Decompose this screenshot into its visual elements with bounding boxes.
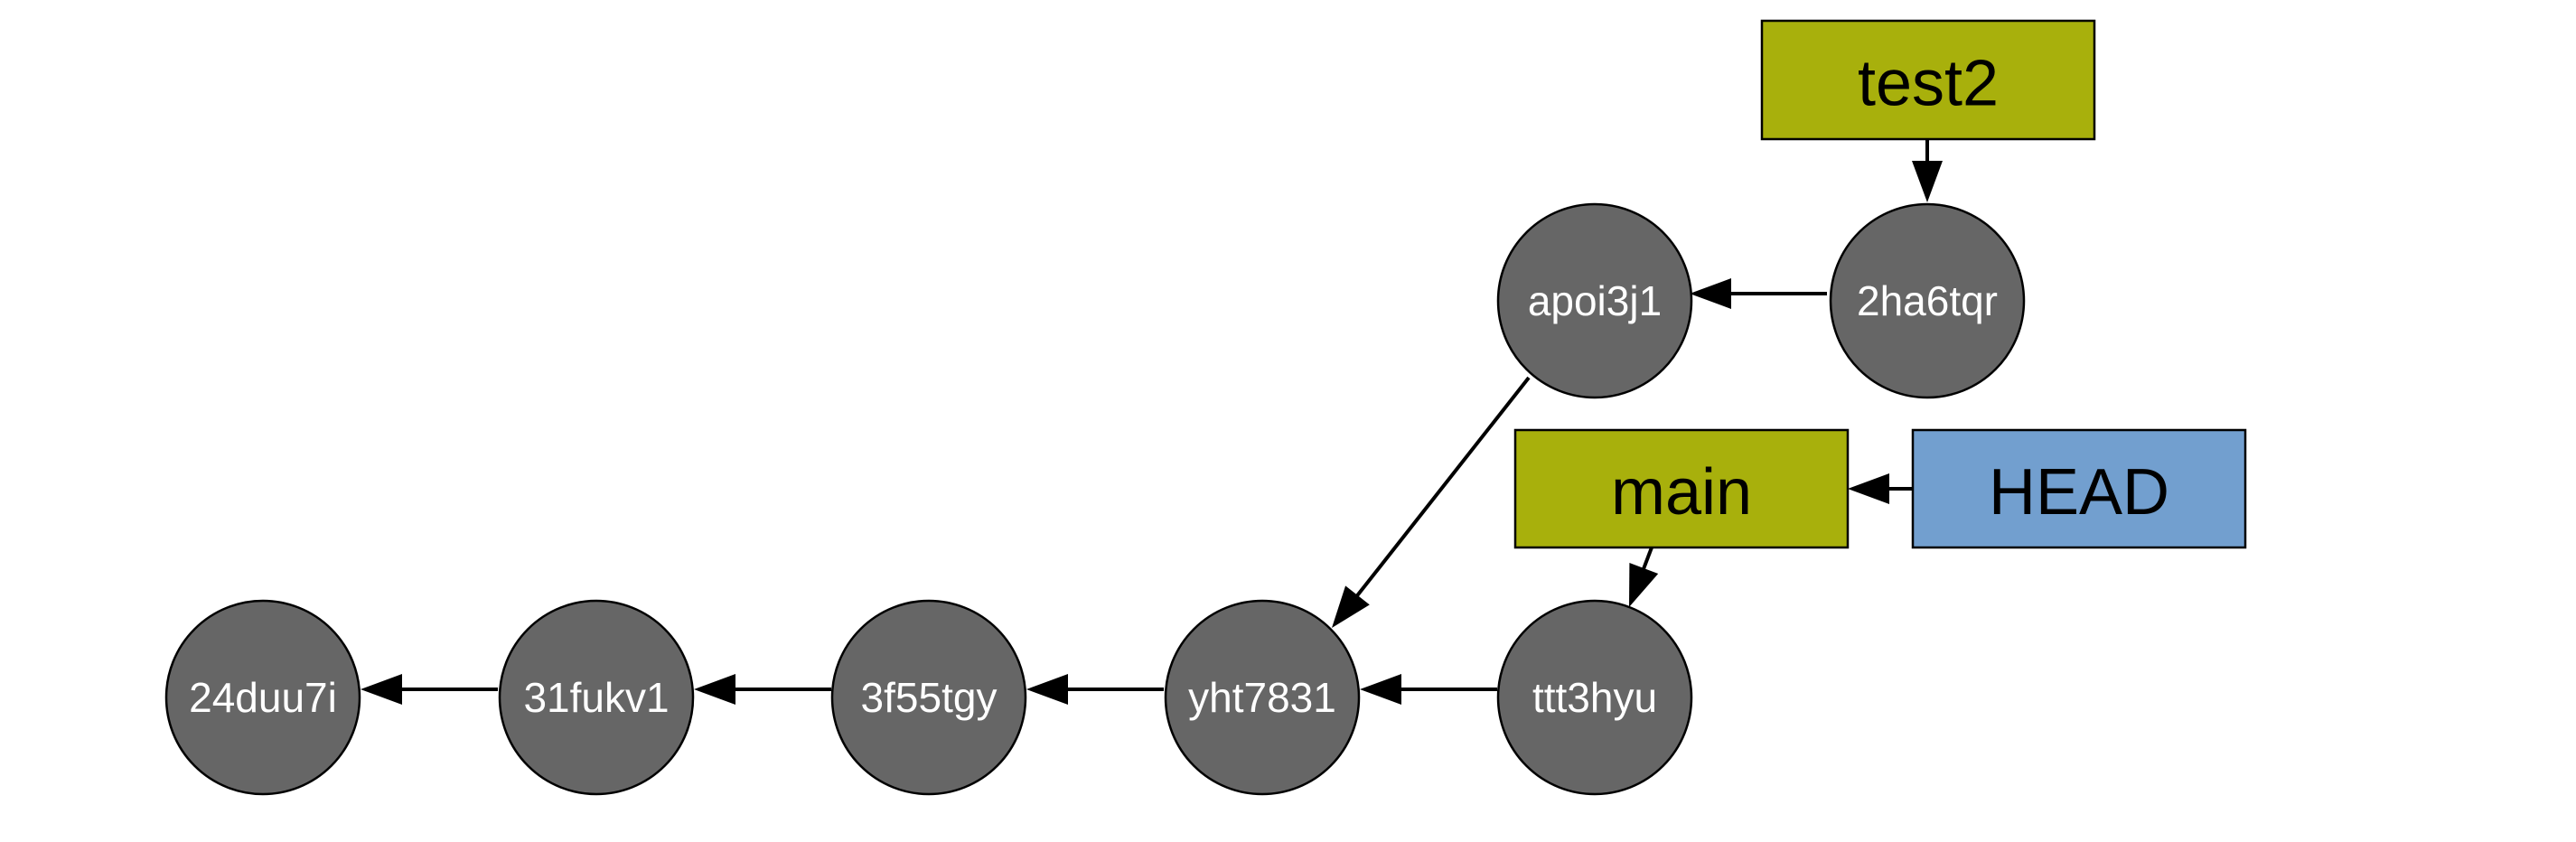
edge-arrow <box>694 674 831 705</box>
edge-arrow <box>361 674 498 705</box>
edge-arrow <box>1332 376 1531 628</box>
arrowhead-icon <box>1848 473 1889 504</box>
nodes-layer: 24duu7i 31fukv1 3f55tgy yht7831 ttt3hyu apoi3… <box>164 19 2247 796</box>
head-ref: HEAD <box>1911 428 2247 549</box>
arrowhead-icon <box>694 674 735 705</box>
edge-arrow <box>1912 139 1943 202</box>
edge-arrow <box>1629 547 1659 607</box>
ref-box <box>1513 428 1850 549</box>
commit-circle <box>1496 599 1693 796</box>
ref-box <box>1911 428 2247 549</box>
commit-node: 31fukv1 <box>498 599 695 796</box>
edge-arrow <box>1848 473 1913 504</box>
edge-line <box>1641 547 1653 571</box>
arrowhead-icon <box>1912 161 1943 202</box>
commit-node: apoi3j1 <box>1496 202 1693 399</box>
arrowhead-icon <box>1360 674 1401 705</box>
arrowhead-icon <box>1332 585 1370 628</box>
edge-arrow <box>1360 674 1497 705</box>
commit-hash-label: yht7831 <box>1188 674 1336 721</box>
edges-layer <box>361 139 1943 705</box>
commit-node: 2ha6tqr <box>1829 202 2026 399</box>
commit-circle <box>1829 202 2026 399</box>
arrowhead-icon <box>1026 674 1068 705</box>
commit-hash-label: 2ha6tqr <box>1857 277 1998 324</box>
commit-node: ttt3hyu <box>1496 599 1693 796</box>
commit-hash-label: 31fukv1 <box>523 674 669 721</box>
ref-label: test2 <box>1858 48 1999 120</box>
commit-circle <box>1496 202 1693 399</box>
commit-node: 3f55tgy <box>830 599 1027 796</box>
commit-node: 24duu7i <box>164 599 361 796</box>
commit-circle <box>498 599 695 796</box>
commit-circle <box>830 599 1027 796</box>
commit-hash-label: ttt3hyu <box>1532 674 1657 721</box>
arrowhead-icon <box>1690 278 1731 309</box>
ref-label: main <box>1611 456 1752 529</box>
commit-hash-label: 24duu7i <box>189 674 337 721</box>
branch-ref: test2 <box>1760 19 2096 141</box>
arrowhead-icon <box>361 674 402 705</box>
arrowhead-icon <box>1629 562 1659 607</box>
commit-hash-label: 3f55tgy <box>861 674 998 721</box>
ref-label: HEAD <box>1989 456 2169 529</box>
commit-circle <box>1164 599 1361 796</box>
commit-hash-label: apoi3j1 <box>1528 277 1662 324</box>
commit-node: yht7831 <box>1164 599 1361 796</box>
edge-line <box>1354 376 1531 598</box>
commit-circle <box>164 599 361 796</box>
branch-ref: main <box>1513 428 1850 549</box>
ref-box <box>1760 19 2096 141</box>
edge-arrow <box>1690 278 1827 309</box>
edge-arrow <box>1026 674 1164 705</box>
